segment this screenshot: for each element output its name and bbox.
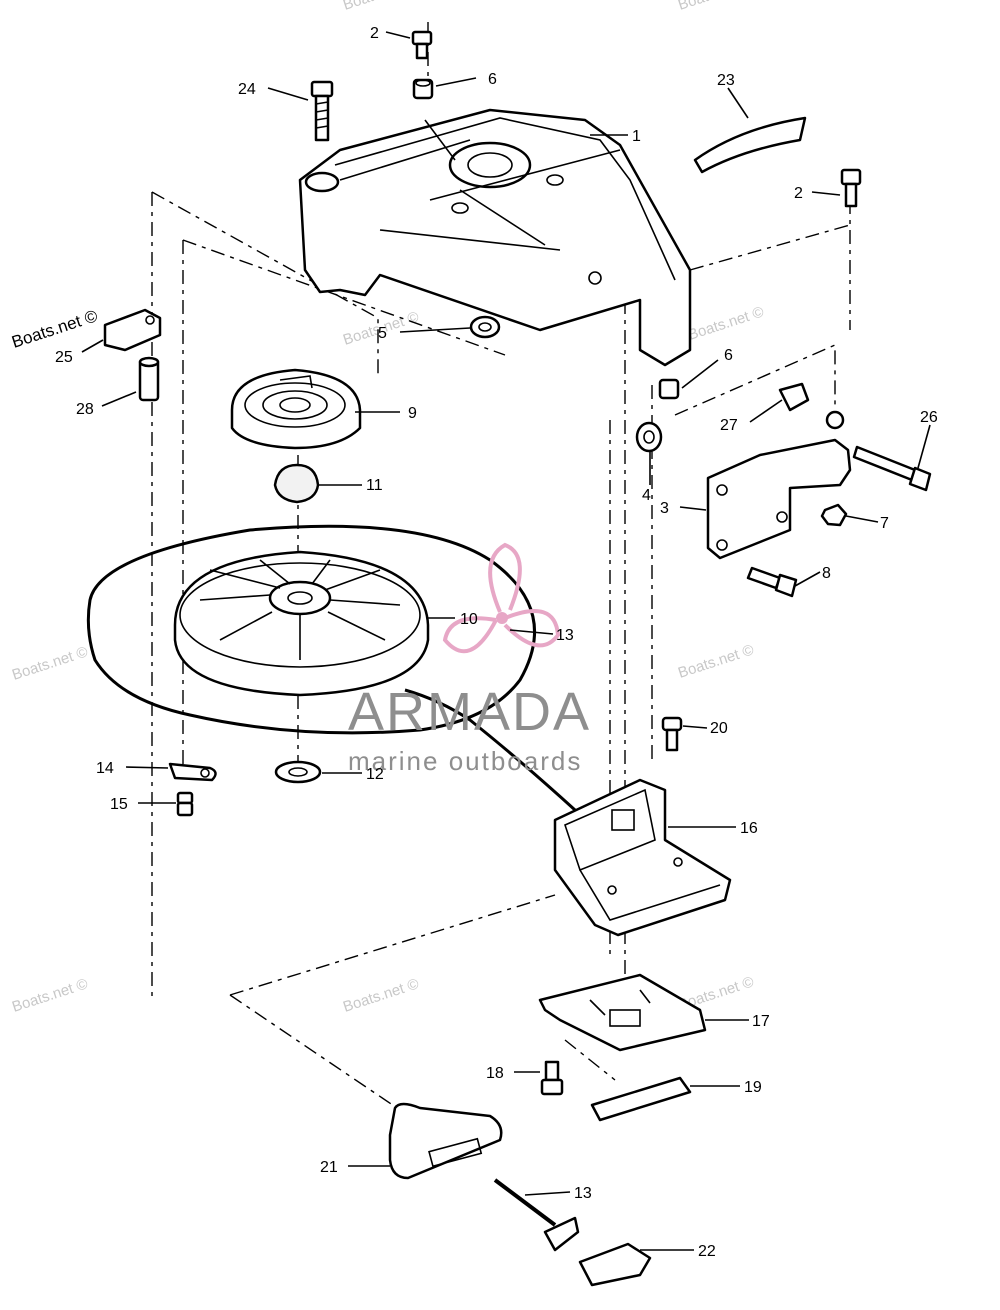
callout-label: 3	[660, 500, 669, 517]
callout-label: 13	[556, 627, 574, 644]
callout-label: 15	[110, 796, 128, 813]
callout-label: 11	[366, 477, 383, 494]
guide-screw	[661, 716, 683, 752]
callout-label: 24	[238, 81, 256, 98]
spring-housing	[230, 368, 362, 450]
callout-label: 12	[366, 766, 384, 783]
callout-label: 5	[378, 325, 387, 342]
starter-rope	[86, 524, 577, 812]
callout-label: 25	[55, 349, 73, 366]
callout-label: 17	[752, 1013, 770, 1030]
leader-lines	[81, 31, 931, 1251]
strip	[590, 1076, 692, 1122]
rope-anchor	[578, 1242, 652, 1287]
brand-logo	[442, 542, 561, 654]
watermark: Boats.net ©	[341, 975, 421, 1015]
plate-screw	[540, 1060, 564, 1096]
callout-label: 16	[740, 820, 758, 837]
watermark: Boats.net ©	[676, 641, 756, 681]
callout-label: 8	[822, 565, 831, 582]
bracket-nut	[820, 503, 848, 527]
starter-housing	[298, 108, 692, 367]
bushing	[469, 315, 501, 339]
rope-guide	[553, 778, 732, 937]
starter-handle	[388, 1102, 503, 1180]
callout-label: 28	[76, 401, 94, 418]
brand-name: ARMADA	[348, 682, 591, 742]
watermark: Boats.net ©	[341, 0, 421, 14]
right-screw	[840, 168, 862, 208]
callout-label: 20	[710, 720, 728, 737]
callout-label: 26	[920, 409, 938, 426]
top-screw	[411, 30, 433, 60]
brand-tagline: marine outboards	[348, 746, 582, 776]
long-screw	[310, 80, 334, 142]
watermark: Boats.net ©	[10, 975, 90, 1015]
callout-label: 14	[96, 760, 114, 777]
callout-label: 18	[486, 1065, 504, 1082]
callout-label: 19	[744, 1079, 762, 1096]
cap	[273, 463, 320, 504]
lockwasher	[635, 421, 663, 453]
clip-screw	[176, 791, 194, 817]
callout-label: 21	[320, 1159, 338, 1176]
pulley	[173, 550, 430, 697]
callout-label: 2	[794, 185, 803, 202]
cam	[103, 308, 162, 352]
callout-label: 10	[460, 611, 478, 628]
watermark-corner: Boats.net ©	[9, 306, 100, 352]
watermark: Boats.net ©	[10, 643, 90, 683]
bracket	[706, 410, 852, 560]
spacer	[138, 356, 160, 402]
callout-label: 6	[488, 71, 497, 88]
callout-label: 13	[574, 1185, 592, 1202]
callout-label: 1	[632, 128, 641, 145]
callout-label: 23	[717, 72, 735, 89]
bracket-screw	[746, 566, 798, 598]
callout-label: 7	[880, 515, 889, 532]
top-nut	[412, 78, 434, 100]
rope-clip	[168, 762, 217, 782]
plug	[778, 382, 810, 412]
callout-label: 9	[408, 405, 417, 422]
guide-plate	[538, 973, 707, 1052]
callout-label: 6	[724, 347, 733, 364]
callouts: 2 6 24 1 23 2 25 5 28 6 9 27 26 11 4 3 7…	[55, 25, 938, 1260]
washer	[274, 760, 322, 784]
callout-label: 2	[370, 25, 379, 42]
callout-label: 4	[642, 487, 651, 504]
assembly-lines	[151, 22, 851, 1111]
callout-label: 27	[720, 417, 738, 434]
watermark: Boats.net ©	[686, 303, 766, 343]
watermark: Boats.net ©	[676, 0, 756, 14]
callout-label: 22	[698, 1243, 716, 1260]
decal	[693, 116, 807, 174]
rope-end	[493, 1178, 580, 1252]
side-nut	[658, 378, 680, 400]
bracket-bolt	[852, 445, 932, 492]
